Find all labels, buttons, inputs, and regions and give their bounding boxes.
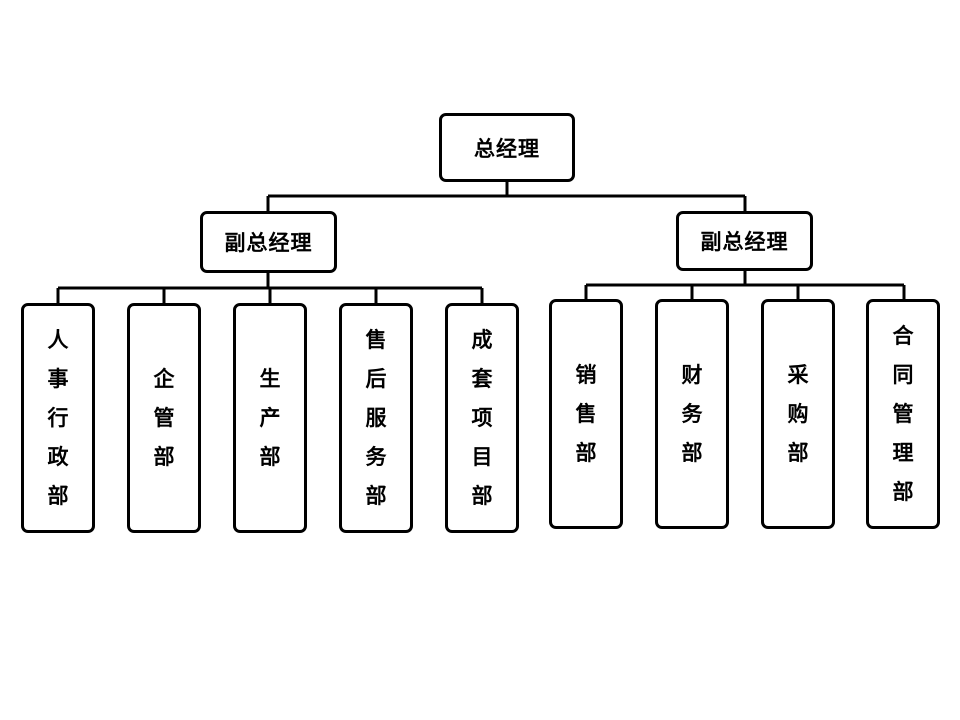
department-box: 人 事 行 政 部: [21, 303, 95, 533]
department-box: 售 后 服 务 部: [339, 303, 413, 533]
deputy-label: 副总经理: [700, 230, 789, 254]
department-label: 财 务 部: [681, 362, 703, 465]
department-box: 企 管 部: [127, 303, 201, 533]
ceo-box: 总经理: [439, 113, 575, 182]
department-label: 售 后 服 务 部: [365, 327, 387, 508]
department-box: 合 同 管 理 部: [866, 299, 940, 529]
department-box: 财 务 部: [655, 299, 729, 529]
department-box: 采 购 部: [761, 299, 835, 529]
department-label: 成 套 项 目 部: [471, 327, 493, 508]
department-box: 销 售 部: [549, 299, 623, 529]
department-box: 成 套 项 目 部: [445, 303, 519, 533]
department-label: 销 售 部: [575, 362, 597, 465]
deputy-box-left: 副总经理: [200, 211, 337, 273]
department-label: 合 同 管 理 部: [892, 323, 914, 504]
department-label: 生 产 部: [259, 366, 281, 469]
department-label: 企 管 部: [153, 366, 175, 469]
deputy-box-right: 副总经理: [676, 211, 813, 271]
ceo-label: 总经理: [474, 136, 540, 161]
department-box: 生 产 部: [233, 303, 307, 533]
department-label: 采 购 部: [787, 362, 809, 465]
department-label: 人 事 行 政 部: [47, 327, 69, 508]
deputy-label: 副总经理: [224, 231, 313, 255]
